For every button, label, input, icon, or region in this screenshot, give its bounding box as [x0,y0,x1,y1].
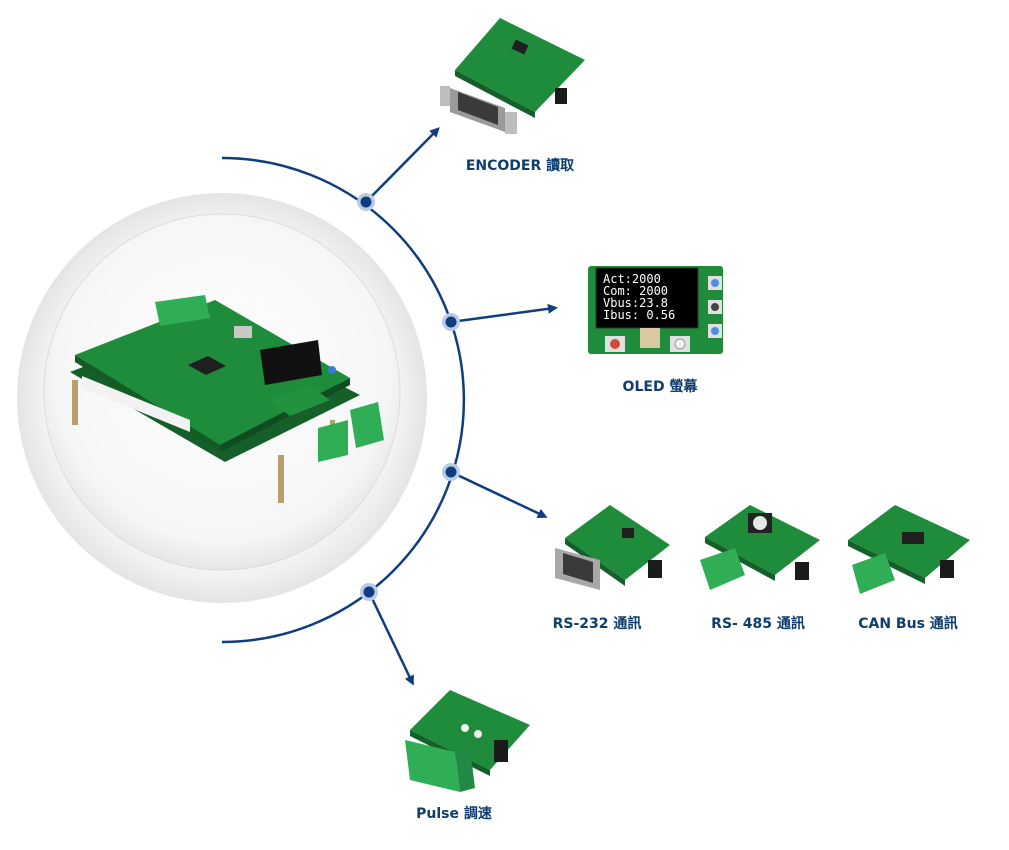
main-board-group [17,193,427,603]
label-rs485: RS- 485 通訊 [711,616,805,632]
oled-line-ibus: Ibus: 0.56 [603,308,675,322]
oled-screen: Act:2000 Com: 2000 Vbus:23.8 Ibus: 0.56 [603,272,675,322]
rs485-module-image [700,505,820,590]
label-encoder: ENCODER 讀取 [465,158,575,174]
label-rs232: RS-232 通訊 [552,616,642,632]
rs232-module-image [555,505,670,590]
oled-module-image [588,266,723,354]
branch-oled [442,303,558,331]
pulse-module-image [405,690,530,792]
label-pulse: Pulse 調速 [416,806,492,822]
oled-line-com: Com: 2000 [603,284,668,298]
branch-comm [442,463,548,518]
branch-pulse [360,583,414,686]
branch-encoder [357,127,440,211]
label-canbus: CAN Bus 通訊 [858,616,958,632]
main-board-image [70,295,384,503]
oled-line-act: Act:2000 [603,272,661,286]
canbus-module-image [848,505,970,594]
encoder-module-image [440,18,585,134]
oled-line-vbus: Vbus:23.8 [603,296,668,310]
connection-arc [221,156,466,644]
label-oled: OLED 螢幕 [622,379,698,395]
